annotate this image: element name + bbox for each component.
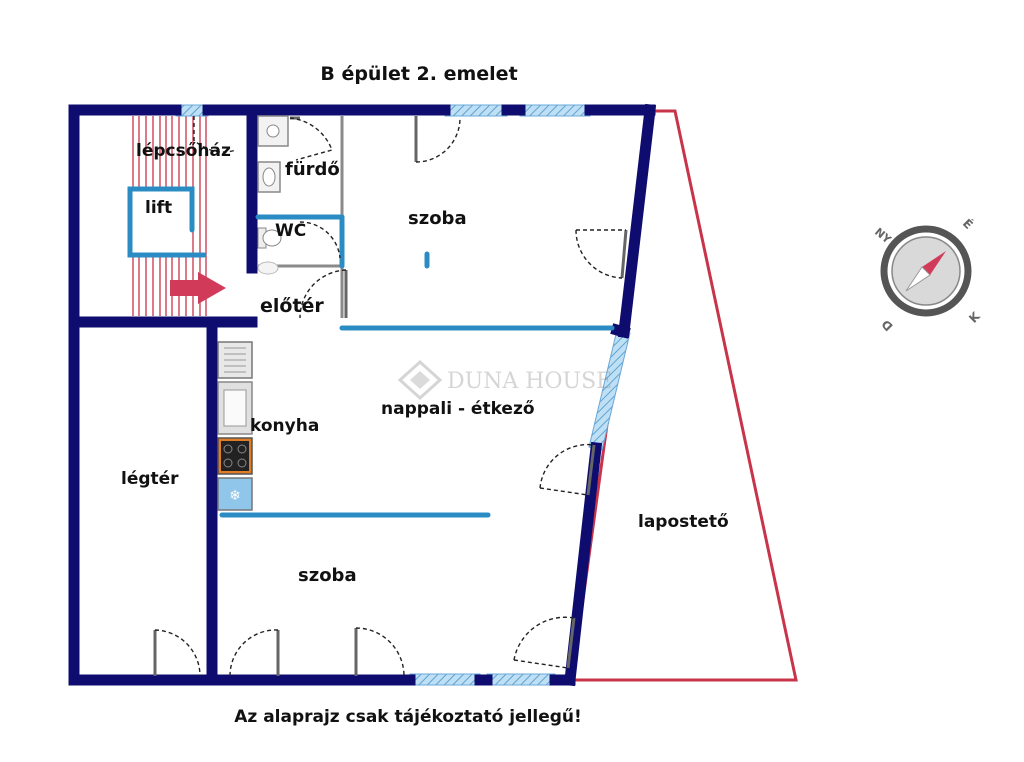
lift-wall xyxy=(127,186,207,258)
lift-box xyxy=(130,189,192,255)
light-walls xyxy=(219,214,615,518)
outer-walls xyxy=(68,103,657,687)
room-label-room-top: szoba xyxy=(408,208,467,229)
toilet-icon xyxy=(257,227,282,249)
room-label-bathroom: fürdő xyxy=(285,159,340,180)
door-room-top-right xyxy=(575,229,628,279)
plan-disclaimer: Az alaprajz csak tájékoztató jellegű! xyxy=(234,707,582,727)
room-label-void: légtér xyxy=(121,469,179,489)
door-stairwell-top xyxy=(193,116,237,153)
hall-fixture-icon xyxy=(257,261,279,275)
door-room-bottom-left xyxy=(229,629,280,677)
compass-label-e: É xyxy=(960,216,976,232)
door-room-top xyxy=(414,116,461,163)
flat-roof-outline xyxy=(570,109,798,682)
room-label-hall: előtér xyxy=(260,295,324,317)
door-hall xyxy=(299,269,348,319)
window-top-3 xyxy=(519,104,591,117)
door-room-bottom-mid xyxy=(354,627,405,677)
svg-text:❄: ❄ xyxy=(229,488,241,504)
door-room-bottom-right xyxy=(513,616,576,669)
interior-walls xyxy=(68,104,258,686)
kitchen-sink-icon xyxy=(217,381,253,435)
window-top-2 xyxy=(444,104,508,117)
door-void xyxy=(153,629,201,677)
shower-icon xyxy=(257,115,289,147)
stove-icon xyxy=(217,437,253,475)
room-label-lift: lift xyxy=(145,198,172,218)
room-label-wc: WC xyxy=(275,221,306,241)
room-label-living-dining: nappali - étkező xyxy=(381,399,535,419)
door-bathroom xyxy=(289,116,333,161)
room-label-kitchen: konyha xyxy=(250,416,319,436)
room-label-stairwell: lépcsőház xyxy=(136,141,231,161)
plan-title: B épület 2. emelet xyxy=(320,63,517,85)
window-bottom-1 xyxy=(409,673,481,686)
room-label-flat-roof: lapostető xyxy=(638,512,729,532)
kitchen-counter xyxy=(217,341,253,379)
washbasin-icon xyxy=(257,161,281,193)
room-label-room-bottom: szoba xyxy=(298,565,357,586)
watermark-logo: DUNA HOUSE xyxy=(397,359,612,401)
door-living-right xyxy=(539,443,596,496)
entrance-arrow xyxy=(170,272,226,304)
compass-label-s: D xyxy=(879,317,896,334)
window-bottom-2 xyxy=(486,673,556,686)
watermark-text: DUNA HOUSE xyxy=(447,369,612,394)
compass-label-w: K xyxy=(966,309,983,326)
door-wc xyxy=(299,221,341,259)
fridge-icon: ❄ xyxy=(217,477,253,511)
compass-icon: NY É D K xyxy=(872,216,983,334)
